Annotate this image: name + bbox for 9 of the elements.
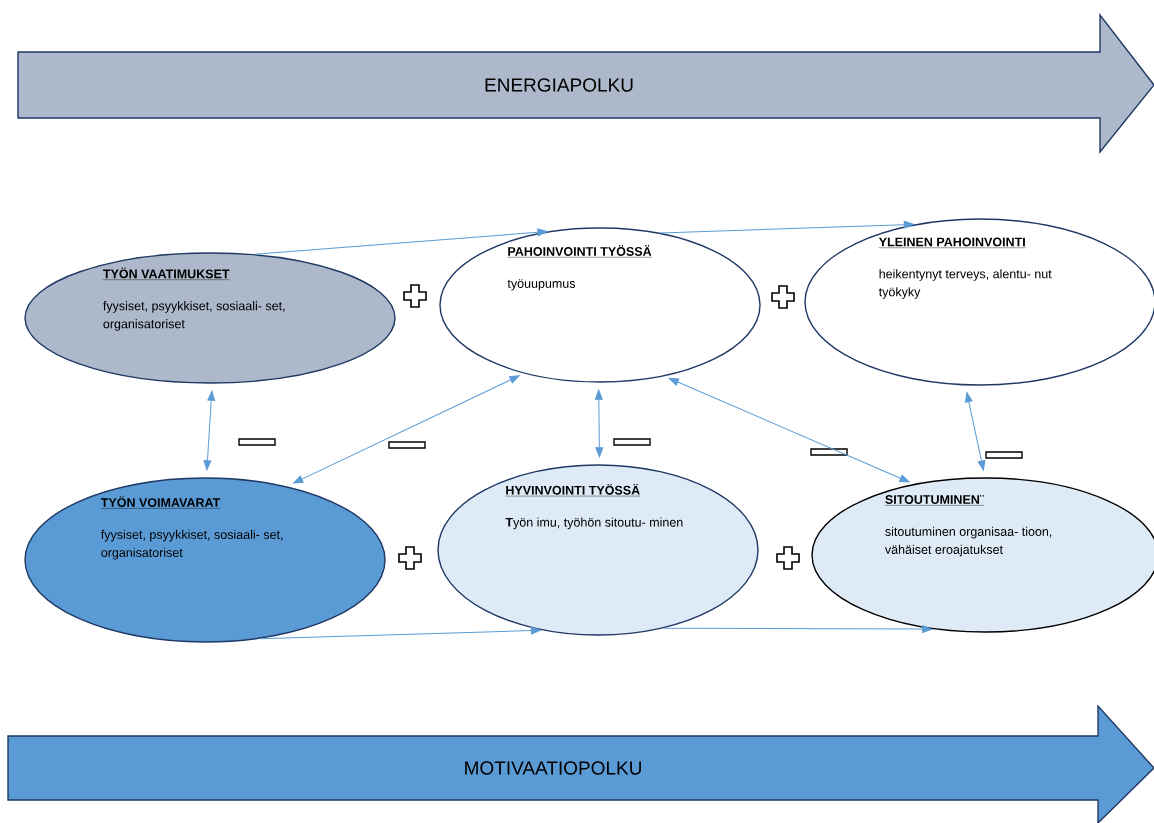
arrow <box>668 377 910 483</box>
arrow <box>259 626 541 640</box>
arrow <box>594 389 604 458</box>
arrow <box>254 228 548 255</box>
arrow <box>659 220 914 234</box>
arrow <box>203 390 216 471</box>
arrow <box>964 392 986 471</box>
arrow <box>663 625 933 633</box>
arrow <box>293 375 520 484</box>
